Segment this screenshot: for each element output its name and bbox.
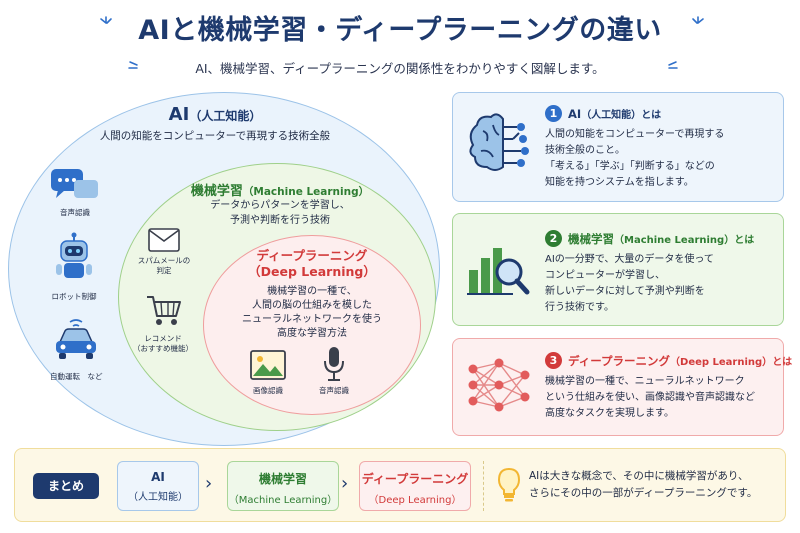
summary-divider — [483, 461, 484, 511]
ml-example-label: レコメンド （おすすめ機能） — [133, 334, 193, 353]
venn-dl-desc: 機械学習の一種で、 人間の脳の仕組みを模した ニューラルネットワークを使う 高度… — [242, 286, 382, 339]
chevron-right-icon: › — [341, 473, 349, 494]
venn-ml-desc: データからパターンを学習し、 予測や判断を行う技術 — [210, 200, 350, 226]
robot-icon — [56, 232, 92, 278]
dl-example-label: 画像認識 — [253, 386, 283, 395]
neural-network-icon — [468, 358, 530, 412]
panel-ai-body: 人間の知能をコンピューターで再現する 技術全般のこと。 「考える」「学ぶ」「判断… — [545, 129, 725, 188]
ml-example-label: スパムメールの 判定 — [137, 256, 191, 275]
ai-example-label: ロボット制御 — [51, 292, 97, 301]
sparkle-left-icon — [100, 16, 112, 24]
car-icon — [56, 319, 96, 359]
summary-box-dl: ディープラーニング （Deep Learning） — [359, 461, 471, 511]
sparkle-right-icon — [692, 16, 704, 24]
bar-chart-magnifier-icon — [467, 248, 530, 295]
page-title: AIと機械学習・ディープラーニングの違い — [138, 15, 662, 46]
summary-bar: まとめ AI （人工知能） › 機械学習 （Machine Learning） … — [14, 448, 786, 522]
page-subtitle: AI、機械学習、ディープラーニングの関係性をわかりやすく図解します。 — [195, 61, 605, 76]
summary-box-ml: 機械学習 （Machine Learning） — [227, 461, 339, 511]
envelope-icon — [148, 228, 180, 252]
accent-right-icon — [668, 61, 678, 69]
summary-tag: まとめ — [33, 473, 99, 499]
chat-bubbles-icon — [51, 169, 98, 198]
accent-left-icon — [128, 61, 138, 69]
panel-dl-body: 機械学習の一種で、ニューラルネットワーク という仕組みを使い、画像認識や音声認識… — [545, 376, 755, 419]
lightbulb-icon — [497, 467, 521, 502]
microphone-icon — [324, 347, 344, 381]
chevron-right-icon: › — [205, 473, 213, 494]
summary-box-ai: AI （人工知能） — [117, 461, 199, 511]
venn-ai-desc: 人間の知能をコンピューターで再現する技術全般 — [99, 130, 331, 142]
summary-text: AIは大きな概念で、その中に機械学習があり、 さらにその中の一部がディープラーニ… — [529, 470, 758, 499]
venn-dl-title: ディープラーニング （Deep Learning） — [248, 248, 376, 279]
ai-example-label: 自動運転 など — [50, 372, 103, 381]
panel-ml-body: AIの一分野で、大量のデータを使って コンピューターが学習し、 新しいデータに対… — [545, 254, 714, 313]
venn-ml-title: 機械学習（Machine Learning） — [190, 184, 370, 199]
venn-ai-title: AI（人工知能） — [168, 104, 262, 125]
brain-circuit-icon — [469, 113, 529, 171]
ai-example-label: 音声認識 — [60, 208, 90, 217]
image-icon — [250, 350, 286, 380]
cart-icon — [147, 296, 181, 325]
venn-dl-circle — [203, 235, 421, 415]
dl-example-label: 音声認識 — [319, 386, 349, 395]
